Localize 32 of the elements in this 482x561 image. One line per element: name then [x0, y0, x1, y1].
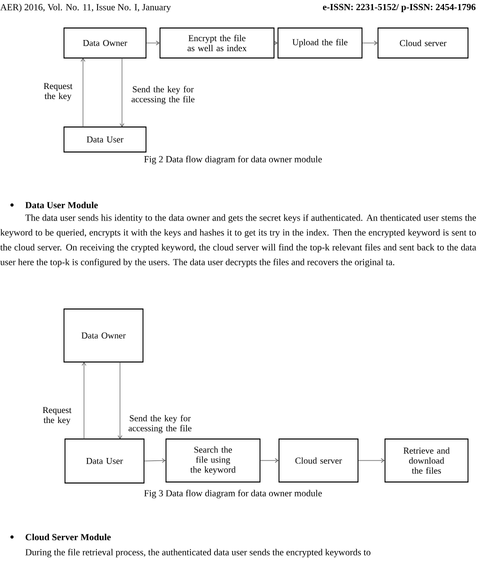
- process-box: Retrieve and download the files: [384, 438, 468, 482]
- arrow: [82, 362, 86, 440]
- edge-label: Send the key for accessing the file: [127, 414, 193, 434]
- process-box: Search the file using the keyword: [166, 438, 260, 482]
- arrow: [118, 362, 122, 439]
- arrow: [358, 458, 384, 463]
- figure-caption: Fig 3 Data flow diagram for data owner module: [144, 490, 322, 498]
- edge-label: Request the key: [36, 82, 80, 102]
- process-box: Encrypt the file as well as index: [160, 28, 274, 58]
- process-box: Upload the file: [278, 28, 362, 58]
- arrow: [274, 40, 278, 46]
- process-box: Data Owner: [64, 308, 144, 362]
- process-box: Data User: [64, 438, 144, 484]
- process-box: Cloud server: [278, 438, 358, 482]
- section-heading: Cloud Server Module: [26, 534, 111, 540]
- edge-label: Request the key: [35, 406, 79, 426]
- header-text: AER) 2016, Vol. No. 11, Issue No. I, January: [0, 4, 171, 12]
- arrow: [120, 58, 124, 127]
- arrow: [362, 40, 378, 46]
- process-box: Data Owner: [64, 28, 146, 58]
- edge-label: Send the key for accessing the file: [130, 84, 196, 106]
- arrow: [80, 58, 86, 128]
- process-box: Cloud server: [378, 28, 468, 58]
- section-heading: Data User Module: [25, 202, 98, 208]
- header-text: e-ISSN: 2231-5152/ p-ISSN: 2454-1796: [322, 4, 476, 12]
- body-paragraph: The data user sends his identity to the data owner and gets the secret keys if authenticated. An thenticated user stems the keyword to be queried, encrypts it with the keys and hashes it to get its try in the index. Then the encrypted keyword is sent to the cloud server. On receiving the crypted keyword, the cloud server will find the top-k relevant files and sent back to the data user here the top-k is configured by the users. The data user decrypts the files and recovers the original ta.: [0, 214, 476, 268]
- arrow: [260, 458, 278, 463]
- body-text: During the file retrieval process, the authenticated data user sends the encrypted keywords to: [25, 548, 370, 558]
- figure-caption: Fig 2 Data flow diagram for data owner module: [144, 156, 322, 164]
- process-box: Data User: [64, 126, 146, 152]
- arrow: [146, 40, 160, 46]
- arrow: [144, 458, 166, 463]
